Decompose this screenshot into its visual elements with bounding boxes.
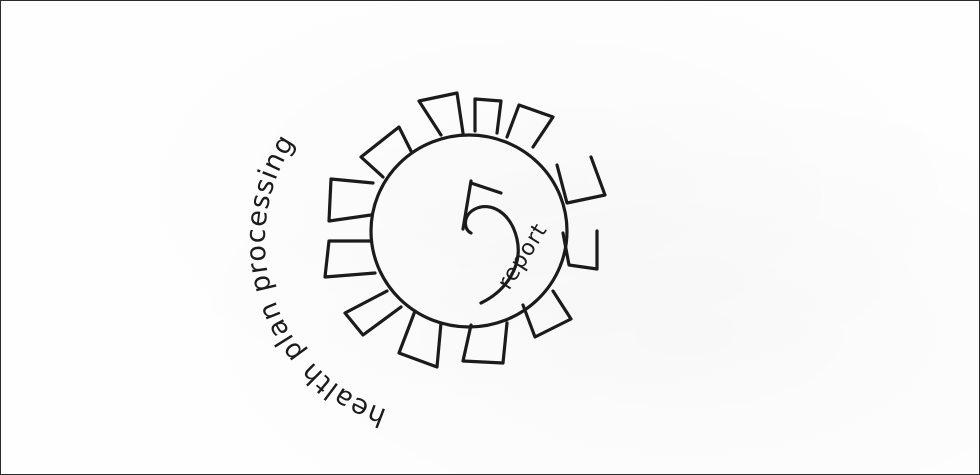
ray-top-3	[507, 105, 553, 147]
swirl-flag	[471, 183, 501, 193]
ray-left-1	[329, 179, 373, 221]
arc-handwriting: health plan processing	[241, 129, 390, 433]
ray-bottom-right	[523, 291, 571, 337]
ray-bottom	[463, 323, 507, 363]
inner-handwriting: report	[493, 219, 553, 294]
ray-right-2	[557, 157, 605, 203]
ray-bottom-left-1	[345, 291, 401, 335]
ray-top-left	[361, 127, 411, 177]
ray-left-2	[325, 241, 375, 277]
ray-top-1	[419, 93, 463, 135]
ray-top-2	[475, 99, 501, 133]
